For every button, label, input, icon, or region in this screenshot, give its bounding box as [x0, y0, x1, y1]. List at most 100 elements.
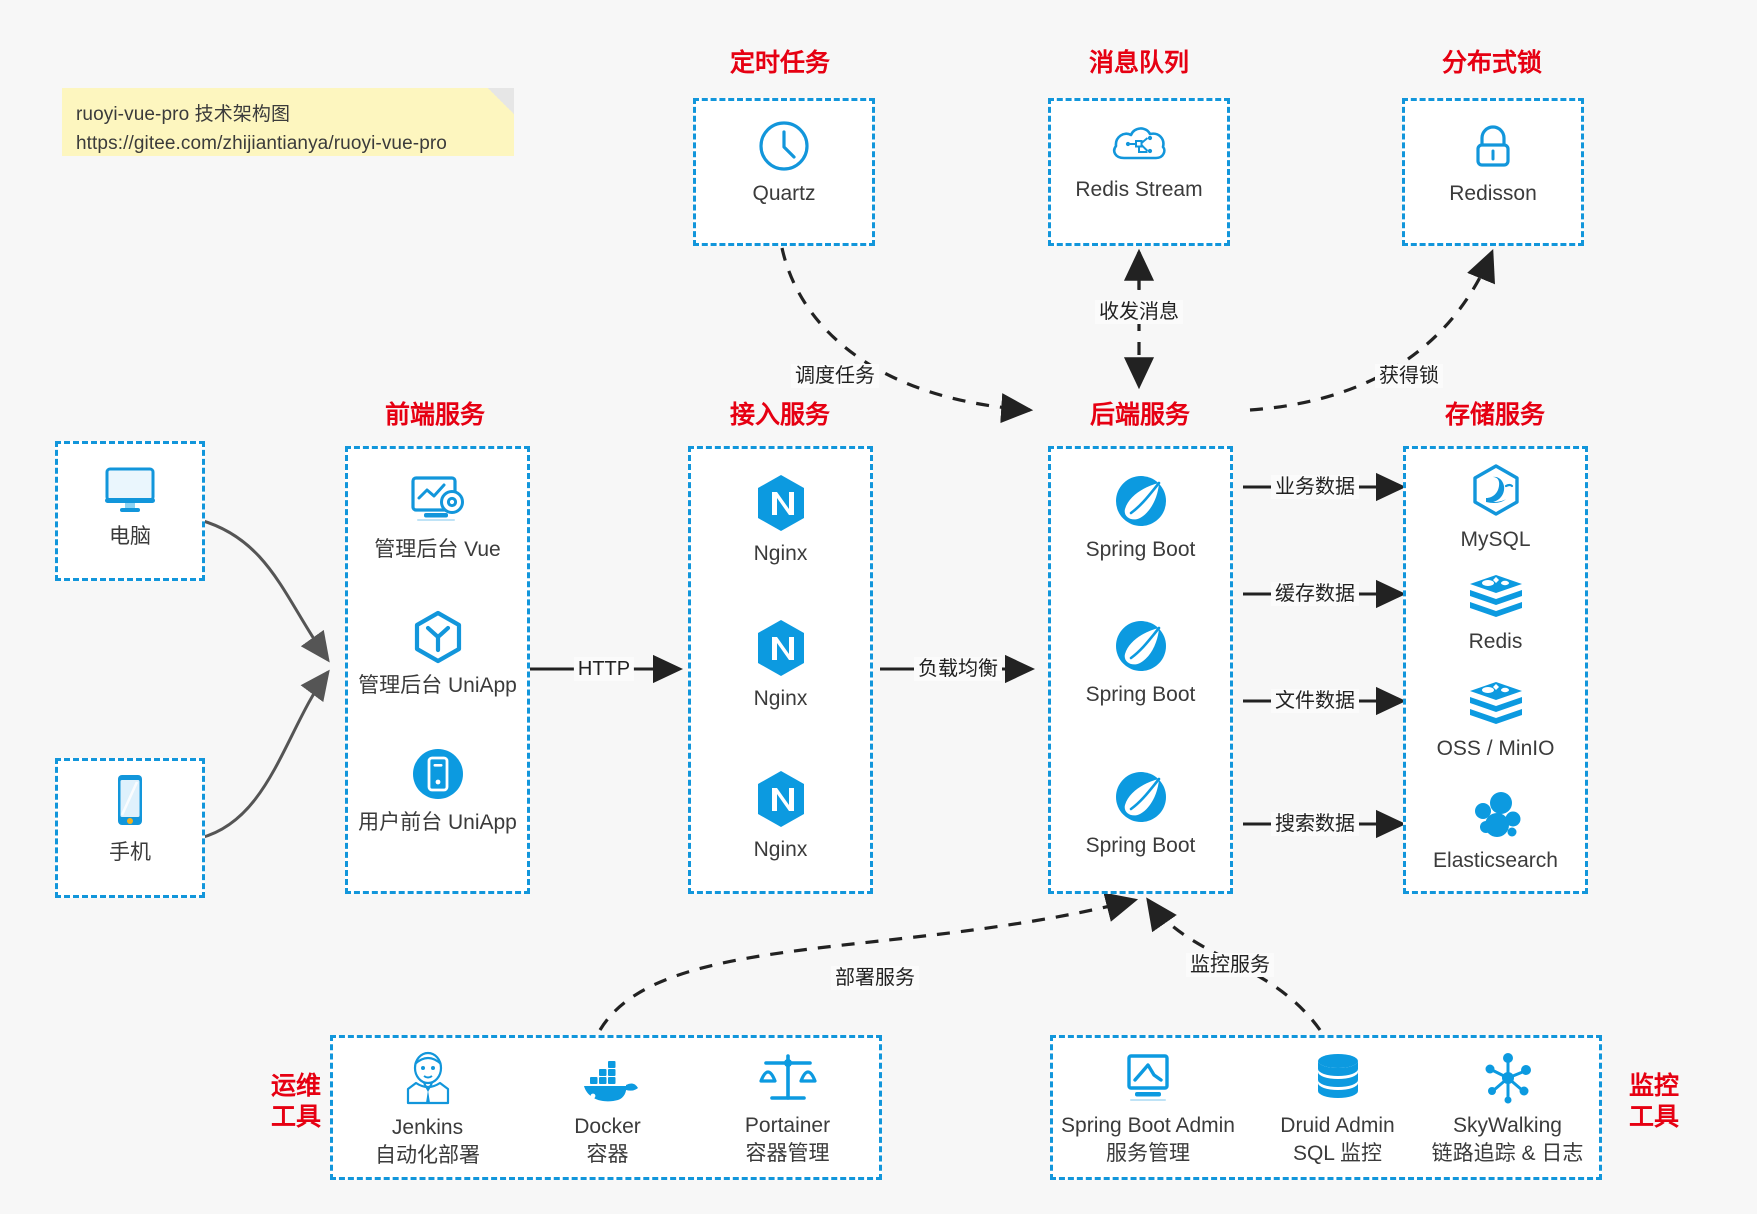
node-spring-boot-3[interactable]: Spring Boot: [1048, 768, 1233, 860]
edge-pc-to-frontend: [199, 518, 330, 663]
skywalking-icon: [1485, 1053, 1531, 1104]
spring-boot-icon: [1115, 621, 1166, 671]
node-docker[interactable]: Docker 容器: [520, 1055, 695, 1170]
node-label: Redisson: [1449, 182, 1537, 205]
node-portainer[interactable]: Portainer 容器管理: [700, 1050, 875, 1169]
edge-label-message: 收发消息: [1095, 300, 1183, 324]
node-oss-minio[interactable]: OSS / MinIO: [1403, 677, 1588, 763]
note-title: ruoyi-vue-pro 技术架构图: [76, 104, 291, 125]
node-redis[interactable]: Redis: [1403, 570, 1588, 656]
node-label: Nginx: [753, 542, 808, 565]
node-nginx-1[interactable]: Nginx: [688, 472, 873, 568]
node-user-uniapp[interactable]: 用户前台 UniApp: [345, 745, 530, 837]
devops-title-line1: 运维: [270, 1072, 321, 1100]
node-label: Elasticsearch: [1433, 849, 1558, 872]
spring-boot-icon: [1115, 772, 1166, 822]
node-pc[interactable]: 电脑: [55, 461, 205, 551]
edge-label-search-data: 搜索数据: [1271, 812, 1359, 836]
group-lock[interactable]: [1402, 98, 1584, 246]
scales-icon: [758, 1054, 817, 1100]
note-url: https://gitee.com/zhijiantianya/ruoyi-vu…: [76, 133, 447, 155]
node-mysql[interactable]: MySQL: [1403, 462, 1588, 554]
node-label: Portainer: [744, 1114, 831, 1137]
node-label: MySQL: [1460, 528, 1531, 551]
node-sublabel: 链路追踪 & 日志: [1431, 1142, 1584, 1166]
node-druid-admin[interactable]: Druid Admin SQL 监控: [1250, 1050, 1425, 1169]
node-nginx-2[interactable]: Nginx: [688, 617, 873, 713]
edge-label-cache-data: 缓存数据: [1271, 582, 1359, 606]
node-label: Jenkins: [391, 1116, 464, 1139]
edge-phone-to-frontend: [199, 669, 330, 840]
group-mq[interactable]: [1048, 98, 1230, 246]
edge-get-lock: [1249, 249, 1495, 412]
node-label: OSS / MinIO: [1436, 737, 1555, 760]
node-sublabel: 容器: [586, 1143, 629, 1167]
node-quartz[interactable]: Quartz: [693, 118, 875, 208]
phone-icon: [118, 775, 142, 825]
group-title-mq: 消息队列: [1088, 49, 1189, 77]
group-title-backend: 后端服务: [1089, 401, 1190, 429]
padlock-icon: [1476, 125, 1510, 167]
uniapp-hexagon-icon: [414, 610, 461, 664]
nginx-icon: [757, 620, 804, 676]
edge-label-biz-data: 业务数据: [1271, 475, 1359, 499]
node-redisson[interactable]: Redisson: [1402, 118, 1584, 208]
mysql-dolphin-icon: [1472, 464, 1519, 516]
dashboard-gear-icon: [410, 476, 464, 521]
monitor-chart-icon: [1127, 1054, 1169, 1101]
node-label: Spring Boot: [1085, 834, 1196, 857]
note-fold-corner: [488, 88, 514, 114]
group-title-devops: 运维 工具: [258, 1071, 334, 1134]
mobile-circle-icon: [412, 749, 463, 799]
redis-stack-icon: [1469, 575, 1522, 617]
node-label: Redis Stream: [1075, 178, 1203, 201]
group-title-storage: 存储服务: [1444, 401, 1545, 429]
node-jenkins[interactable]: Jenkins 自动化部署: [340, 1050, 515, 1171]
edge-label-deploy-service: 部署服务: [831, 966, 919, 990]
elasticsearch-icon: [1474, 792, 1520, 837]
node-redis-stream[interactable]: Redis Stream: [1048, 118, 1230, 204]
edge-label-monitor-service: 监控服务: [1186, 953, 1274, 977]
node-nginx-3[interactable]: Nginx: [688, 768, 873, 864]
node-skywalking[interactable]: SkyWalking 链路追踪 & 日志: [1420, 1050, 1595, 1169]
node-label: Spring Boot: [1085, 683, 1196, 706]
node-elasticsearch[interactable]: Elasticsearch: [1403, 787, 1588, 875]
node-label: Nginx: [753, 838, 808, 861]
docker-whale-icon: [583, 1061, 638, 1102]
node-label: 电脑: [109, 525, 151, 548]
object-storage-icon: [1469, 682, 1522, 724]
group-title-lock: 分布式锁: [1441, 49, 1542, 77]
node-sublabel: 服务管理: [1106, 1142, 1190, 1166]
node-label: 用户前台 UniApp: [358, 811, 517, 834]
nginx-icon: [757, 475, 804, 531]
group-title-frontend: 前端服务: [384, 401, 485, 429]
node-label: Redis: [1468, 630, 1523, 653]
node-label: Spring Boot Admin: [1061, 1114, 1235, 1137]
node-label: Druid Admin: [1280, 1114, 1395, 1137]
edge-deploy-service: [598, 892, 1139, 1031]
node-label: Quartz: [752, 182, 816, 205]
node-sublabel: 容器管理: [745, 1142, 830, 1166]
node-spring-boot-admin[interactable]: Spring Boot Admin 服务管理: [1048, 1050, 1248, 1169]
edge-label-get-lock: 获得锁: [1375, 364, 1443, 388]
node-phone[interactable]: 手机: [55, 771, 205, 867]
monitor-icon: [105, 467, 155, 512]
node-spring-boot-1[interactable]: Spring Boot: [1048, 472, 1233, 564]
monitoring-title-line2: 工具: [1628, 1103, 1679, 1132]
node-admin-uniapp[interactable]: 管理后台 UniApp: [345, 608, 530, 700]
devops-title-line2: 工具: [270, 1103, 321, 1132]
node-spring-boot-2[interactable]: Spring Boot: [1048, 617, 1233, 709]
node-label: 管理后台 Vue: [374, 538, 501, 561]
edge-label-http: HTTP: [573, 657, 635, 681]
group-title-gateway: 接入服务: [729, 401, 830, 429]
diagram-note: ruoyi-vue-pro 技术架构图 https://gitee.com/zh…: [62, 88, 514, 156]
monitoring-title-line1: 监控: [1628, 1072, 1679, 1100]
group-title-monitoring: 监控 工具: [1616, 1071, 1692, 1134]
node-sublabel: 自动化部署: [375, 1144, 480, 1168]
edge-label-file-data: 文件数据: [1271, 689, 1359, 713]
node-admin-vue[interactable]: 管理后台 Vue: [345, 472, 530, 564]
node-label: Nginx: [753, 687, 808, 710]
node-label: SkyWalking: [1453, 1114, 1562, 1137]
cloud-network-icon: [1112, 127, 1166, 160]
node-label: 手机: [109, 841, 151, 864]
